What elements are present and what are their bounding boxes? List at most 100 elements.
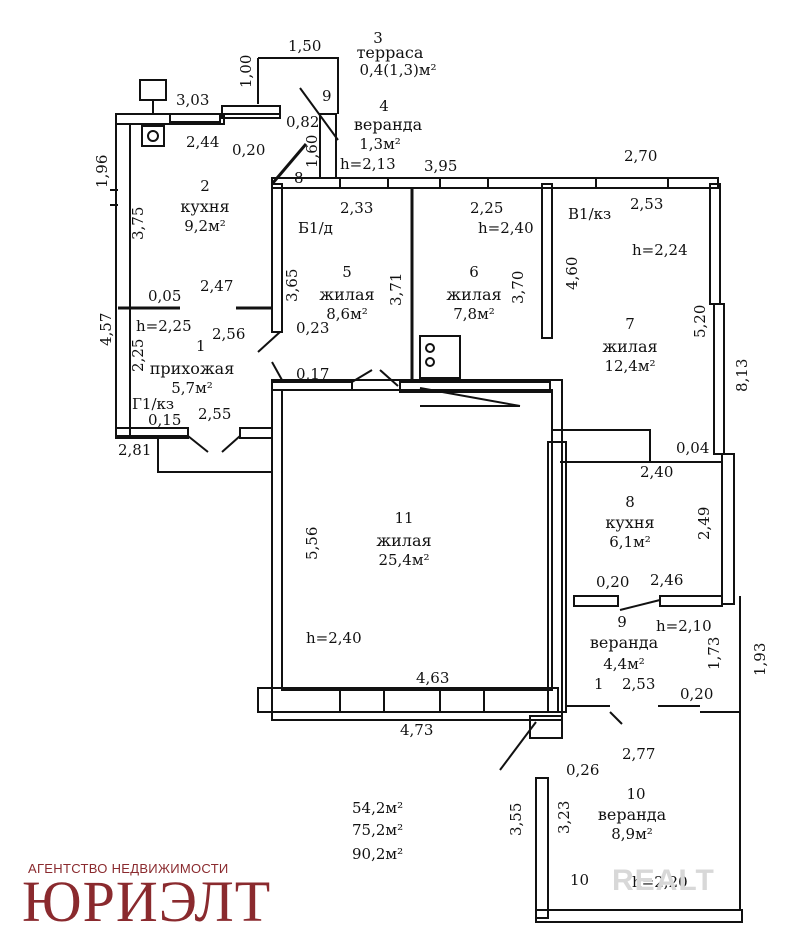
room-5-number: 5 — [342, 263, 352, 281]
agency-subtitle: АГЕНТСТВО НЕДВИЖИМОСТИ — [28, 861, 229, 876]
room-11-height: h=2,40 — [306, 629, 362, 647]
room-4-number: 4 — [379, 97, 389, 115]
stove — [419, 335, 461, 379]
wall-kitchen-top2 — [221, 105, 281, 119]
dim-1-93: 1,93 — [751, 642, 769, 676]
dim-0-20a: 0,20 — [232, 141, 266, 159]
dim-2-53b: 2,53 — [622, 675, 656, 693]
room-1-name: прихожая — [149, 359, 235, 378]
dim-2-47: 2,47 — [200, 277, 234, 295]
dim-1b: 1 — [594, 675, 604, 693]
dim-0-04: 0,04 — [676, 439, 710, 457]
dim-2-55: 2,55 — [198, 405, 232, 423]
agency-logo: ЮРИЭЛТ — [22, 869, 272, 934]
window-kitchen-top — [169, 113, 221, 123]
total-area-3: 90,2м² — [352, 845, 404, 863]
dim-1-60: 1,60 — [303, 134, 321, 168]
room-6-number: 6 — [469, 263, 479, 281]
dim-1-50: 1,50 — [288, 37, 322, 55]
dim-5-20: 5,20 — [691, 304, 709, 338]
room-1-area: 5,7м² — [171, 379, 213, 397]
dim-4-60: 4,60 — [563, 256, 581, 290]
dim-3-75: 3,75 — [129, 206, 147, 240]
room-7-note: В1/кз — [568, 205, 612, 223]
dim-4-57: 4,57 — [97, 312, 115, 346]
dim-0-15: 0,15 — [148, 411, 182, 429]
dim-1-73: 1,73 — [705, 636, 723, 670]
room-8-name: кухня — [605, 513, 655, 532]
room-11-name: жилая — [376, 531, 432, 550]
partition-8-9 — [573, 595, 619, 607]
dim-3-03: 3,03 — [176, 91, 210, 109]
room-11-bottom-wall — [257, 687, 559, 713]
dim-2-77: 2,77 — [622, 745, 656, 763]
room-6-name: жилая — [446, 285, 502, 304]
room-10-label: 10 — [570, 871, 590, 889]
dim-0-17: 0,17 — [296, 365, 330, 383]
room-2-area: 9,2м² — [184, 217, 226, 235]
dim-0-82: 0,82 — [286, 113, 320, 131]
room-9-area: 4,4м² — [603, 655, 645, 673]
room-7-height: h=2,24 — [632, 241, 688, 259]
dim-8: 8 — [294, 169, 304, 187]
room-7-number: 7 — [625, 315, 635, 333]
dim-4-73: 4,73 — [400, 721, 434, 739]
room-4-name: веранда — [353, 115, 423, 134]
room-8-number: 8 — [625, 493, 635, 511]
dim-2-46: 2,46 — [650, 571, 684, 589]
dim-3-70: 3,70 — [509, 270, 527, 304]
chimney-box — [141, 125, 165, 147]
room-8-area: 6,1м² — [609, 533, 651, 551]
room-9-number: 9 — [617, 613, 627, 631]
dim-2-44: 2,44 — [186, 133, 220, 151]
room-6-area: 7,8м² — [453, 305, 495, 323]
room-9-name: веранда — [589, 633, 659, 652]
wall-left-wing — [115, 113, 131, 437]
dim-2-81: 2,81 — [118, 441, 152, 459]
dim-0-26: 0,26 — [566, 761, 600, 779]
room-10-height: h=2,20 — [632, 873, 688, 891]
dim-2-25a: 2,25 — [470, 199, 504, 217]
partition-6-7 — [541, 183, 553, 339]
dim-8-13: 8,13 — [733, 358, 751, 392]
room-10-number: 10 — [626, 785, 646, 803]
dim-1-00: 1,00 — [237, 54, 255, 88]
dim-2-49: 2,49 — [695, 506, 713, 540]
wall-room5-left — [271, 183, 283, 333]
hall-bottom-right — [239, 427, 273, 439]
dim-3-23: 3,23 — [555, 800, 573, 834]
veranda-4-walls — [319, 113, 337, 179]
dim-3-71: 3,71 — [387, 272, 405, 306]
dim-0-23: 0,23 — [296, 319, 330, 337]
room-11-area: 25,4м² — [378, 551, 430, 569]
dim-3-95: 3,95 — [424, 157, 458, 175]
room-9-height: h=2,10 — [656, 617, 712, 635]
dim-1-96: 1,96 — [93, 154, 111, 188]
dim-4-63: 4,63 — [416, 669, 450, 687]
dim-3-65: 3,65 — [283, 268, 301, 302]
dim-2-33: 2,33 — [340, 199, 374, 217]
boiler — [139, 79, 167, 101]
room-2-name: кухня — [180, 197, 230, 216]
room-5-area: 8,6м² — [326, 305, 368, 323]
total-area-1: 54,2м² — [352, 799, 404, 817]
room-1-height: h=2,25 — [136, 317, 192, 335]
room-4-area: 1,3м² — [359, 135, 401, 153]
room-3-number: 3 — [373, 29, 383, 47]
veranda-10-walls — [535, 777, 549, 919]
dim-2-70: 2,70 — [624, 147, 658, 165]
room-1-note: Г1/кз — [132, 395, 175, 413]
room-6-height: h=2,40 — [478, 219, 534, 237]
total-area-2: 75,2м² — [352, 821, 404, 839]
room-7-area: 12,4м² — [604, 357, 656, 375]
dim-5-56: 5,56 — [303, 526, 321, 560]
room-3-name: терраса — [356, 43, 424, 62]
room-10-area: 8,9м² — [611, 825, 653, 843]
dim-3-55: 3,55 — [507, 802, 525, 836]
room-11-walls — [271, 379, 563, 721]
room-1-number: 1 — [196, 337, 206, 355]
room-2-number: 2 — [200, 177, 210, 195]
dim-0-20c: 0,20 — [680, 685, 714, 703]
dim-2-56: 2,56 — [212, 325, 246, 343]
